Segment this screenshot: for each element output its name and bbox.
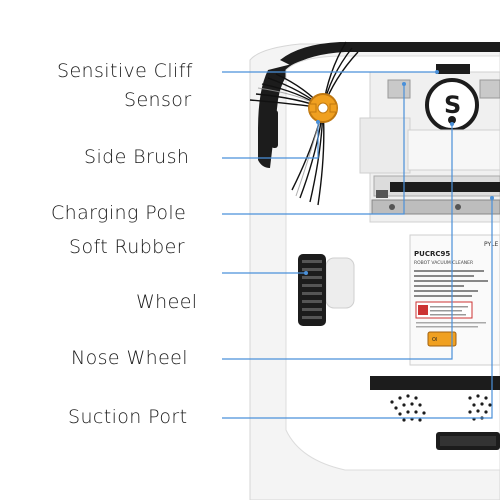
nose-wheel (448, 116, 456, 124)
leader-side-brush (222, 122, 319, 159)
callout-soft-rubber-wheel-line1: Soft Rubber (69, 236, 185, 258)
leader-ends (304, 70, 494, 275)
callout-charging-pole: Charging Pole (51, 202, 187, 224)
label-brand: PYLE (484, 241, 498, 248)
top-bay: S (359, 64, 500, 223)
leader-lines (222, 71, 493, 419)
callout-side-brush: Side Brush (84, 146, 190, 168)
suction-port-area (370, 376, 500, 450)
info-label: PYLE PUCRC95 ROBOT VACUUM CLEANER Ol (409, 234, 500, 366)
label-model: PUCRC95 (414, 250, 450, 258)
callout-nose-wheel: Nose Wheel (71, 347, 188, 369)
callout-soft-rubber-wheel-line2: Wheel (136, 291, 198, 313)
callout-sensitive-cliff-sensor-line1: Sensitive Cliff (57, 60, 193, 82)
callout-suction-port: Suction Port (68, 406, 188, 428)
leader-charging-pole (222, 84, 405, 215)
leader-nose-wheel (222, 124, 453, 360)
label-subtitle: ROBOT VACUUM CLEANER (414, 260, 473, 266)
label-badge: Ol (432, 337, 437, 343)
charging-pole-plate (371, 199, 500, 215)
side-brush (249, 41, 359, 206)
callout-sensitive-cliff-sensor-line2: Sensor (124, 89, 192, 111)
svg-text:S: S (444, 91, 461, 119)
leader-suction-port (222, 198, 493, 419)
